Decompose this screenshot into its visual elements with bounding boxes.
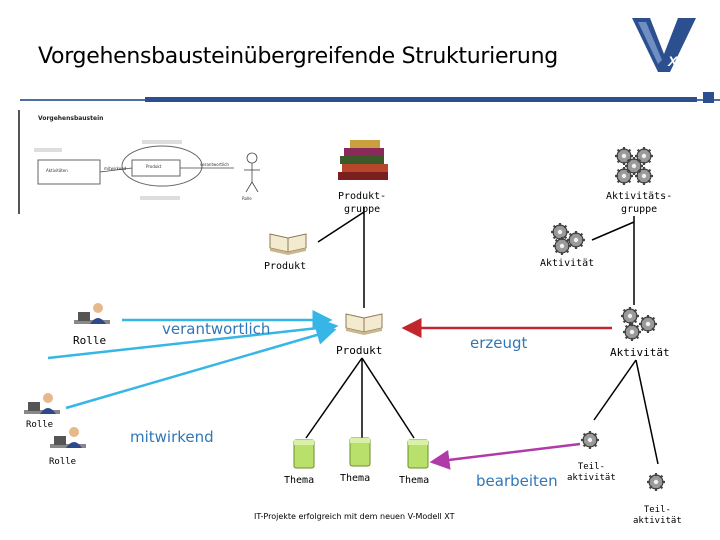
produktgruppe-icon [338,140,388,180]
aktivitaetsgruppe-branch [591,221,635,241]
aktivitaet-main-gears-icon [619,305,659,343]
produkt-thema-line [305,357,363,439]
thumbnail-label: mitwirkend [104,166,127,171]
thema-1-label: Thema [284,475,315,486]
mitwirkend-arrow-1 [47,317,339,360]
thumbnail-label: Produkt [146,164,162,169]
aktivitaet-teil-line [635,359,659,465]
produkt-thema-line [361,357,415,439]
produkt-top-label: Produkt [264,261,307,272]
erzeugt-label: erzeugt [470,334,528,352]
aktivitaet-main-label: Aktivität [610,346,670,359]
produkt-main-book-icon [345,313,383,336]
rolle-2-person-icon [24,393,60,414]
thema-2-icon [349,437,371,467]
bearbeiten-arrow [429,442,581,470]
aktivitaet-top-label: Aktivität [540,258,595,269]
thema-1-icon [293,439,315,469]
teilaktivitaet-1-label: Teil- aktivität [567,462,616,483]
thumbnail-label: verantwortlich [200,162,229,167]
produkt-main-label: Produkt [336,344,383,357]
v-modell-xt-logo: XT [632,18,696,72]
aktivitaet-teil-line [593,359,637,421]
thumbnail-title: Vorgehensbaustein [38,115,104,122]
header-accent-bar [145,97,697,102]
thema-2-label: Thema [340,473,371,484]
rolle-3-person-icon [50,427,86,448]
teilaktivitaet-2-label: Teil- aktivität [633,505,682,526]
thumbnail-label: Aktivitäten [46,168,68,173]
vorgehensbaustein-thumbnail: Vorgehensbaustein Aktivitäten Produkt Ro… [18,110,266,214]
aktivitaetsgruppe-icon [613,145,655,187]
logo-text: XT [667,53,687,69]
mitwirkend-arrow-2 [65,325,337,410]
rolle-1-label: Rolle [73,334,107,347]
thema-3-icon [407,439,429,469]
verantwortlich-label: verantwortlich [162,320,271,338]
rolle-2-label: Rolle [26,420,54,430]
bearbeiten-label: bearbeiten [476,472,558,490]
header-accent-square [703,92,714,103]
rolle-3-label: Rolle [49,457,77,467]
produkt-top-book-icon [269,233,307,256]
page-title: Vorgehensbausteinübergreifende Strukturi… [38,44,558,69]
teilaktivitaet-1-gear-icon [579,429,601,451]
thumbnail-diagram [34,140,260,200]
thumbnail-label: Rolle [242,196,252,201]
footer-text: IT-Projekte erfolgreich mit dem neuen V-… [254,512,455,521]
rolle-1-person-icon [74,303,110,324]
teilaktivitaet-2-gear-icon [645,471,667,493]
produktgruppe-label: Produkt- gruppe [338,191,387,215]
aktivitaetsgruppe-label: Aktivitäts- gruppe [606,191,673,215]
mitwirkend-label: mitwirkend [130,428,214,446]
produktgruppe-branch [317,211,365,243]
thema-3-label: Thema [399,475,430,486]
aktivitaet-top-gears-icon [549,221,587,257]
